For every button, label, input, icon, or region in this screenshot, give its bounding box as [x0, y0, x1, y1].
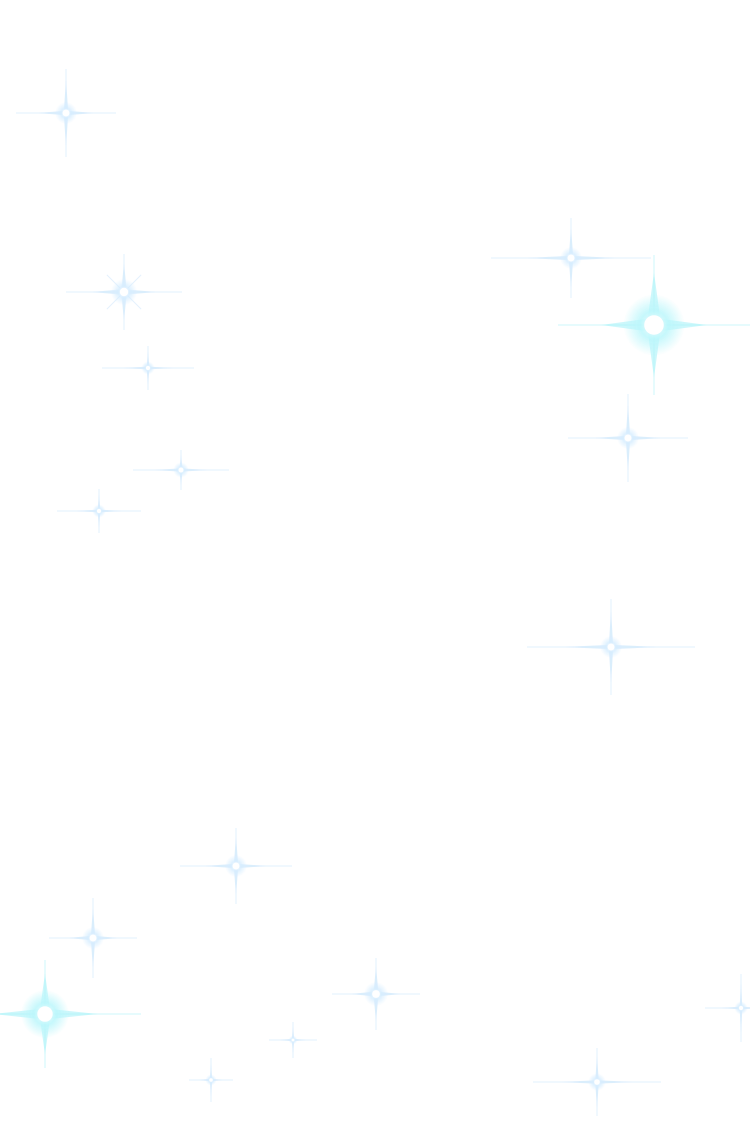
- sparkle-icon: [527, 599, 695, 695]
- sparkle-icon: [189, 1058, 233, 1102]
- sparkle-core: [372, 990, 380, 998]
- sparkle-glow: [173, 462, 189, 478]
- sparkle-glow: [588, 1073, 606, 1091]
- sparkle-icon: [57, 489, 141, 533]
- sparkle-glow: [55, 102, 77, 124]
- sparkle-core: [178, 467, 184, 473]
- sparkle-glow: [110, 278, 138, 306]
- sparkle-glow: [288, 1035, 298, 1045]
- sparkle-core: [738, 1005, 744, 1011]
- sparkle-icon: [491, 218, 651, 298]
- sparkle-icon: [533, 1048, 661, 1116]
- sparkle-core: [37, 1006, 53, 1022]
- sparkle-body: [205, 837, 267, 895]
- sparkle-core: [62, 109, 70, 117]
- sparkle-body: [154, 455, 208, 485]
- sparkle-body: [38, 80, 94, 146]
- sparkle-core: [209, 1078, 213, 1082]
- sparkle-body: [564, 611, 658, 683]
- sparkle-body: [561, 1056, 633, 1108]
- sparkle-glow: [363, 981, 389, 1007]
- sparkle-body: [0, 973, 98, 1055]
- sparkle-body: [527, 228, 615, 288]
- sparkle-body: [68, 908, 118, 968]
- sparkle-icon: [180, 828, 292, 904]
- sparkle-core: [89, 934, 97, 942]
- sparkle-glow: [617, 427, 639, 449]
- sparkle-icon: [133, 450, 229, 490]
- sparkle-icon: [558, 255, 750, 395]
- sparkle-body: [122, 351, 174, 385]
- sparkle-icon: [332, 958, 420, 1030]
- sparkle-core: [594, 1079, 600, 1085]
- sparkle-glow: [82, 927, 104, 949]
- sparkle-glow: [734, 1001, 748, 1015]
- sparkle-icon: [269, 1022, 317, 1058]
- sparkle-body: [75, 494, 123, 528]
- sparkle-icon: [0, 960, 141, 1068]
- sparkle-body: [721, 982, 750, 1034]
- sparkle-core: [644, 315, 664, 335]
- sparkle-core: [624, 434, 632, 442]
- sparkle-core: [119, 287, 129, 297]
- sparkle-icon: [49, 898, 137, 978]
- sparkle-icon: [102, 346, 194, 390]
- sparkle-icon: [568, 394, 688, 482]
- sparkle-body: [601, 272, 707, 378]
- sparkle-icon: [66, 254, 182, 330]
- sparkle-core: [607, 643, 615, 651]
- sparkle-core: [291, 1038, 295, 1042]
- sparkle-ray: [106, 274, 142, 310]
- sparkle-core: [567, 254, 575, 262]
- sparkle-body: [279, 1026, 307, 1054]
- sparkle-body: [198, 1063, 224, 1097]
- sparkle-core: [96, 508, 102, 514]
- sparkle-glow: [225, 855, 247, 877]
- sparkle-glow: [141, 361, 155, 375]
- sparkle-body: [351, 967, 401, 1021]
- sparkle-icon: [705, 974, 750, 1042]
- sparkle-core: [145, 365, 151, 371]
- sparkle-glow: [92, 504, 106, 518]
- sparkle-glow: [600, 636, 622, 658]
- sparkle-glow: [560, 247, 582, 269]
- sparkle-glow: [623, 294, 685, 356]
- sparkle-body: [595, 405, 661, 471]
- sparkle-core: [232, 862, 240, 870]
- sparkle-ray: [106, 274, 142, 310]
- sparkle-glow: [20, 989, 70, 1039]
- sparkle-glow: [205, 1074, 217, 1086]
- sparkle-icon: [16, 69, 116, 157]
- sparkle-body: [92, 263, 156, 321]
